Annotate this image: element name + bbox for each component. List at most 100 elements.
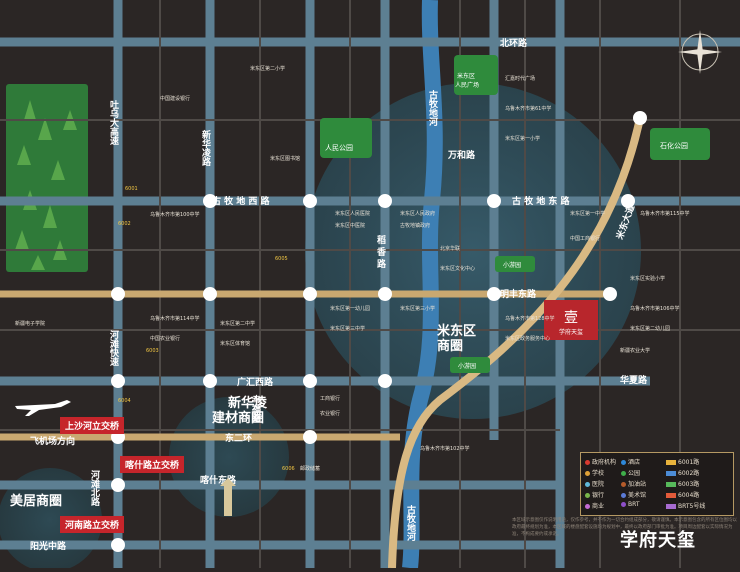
- watermark: 学府天玺: [620, 526, 738, 556]
- poi-label: 米东区政务服务中心: [505, 335, 550, 342]
- bus-label: 6003: [146, 348, 159, 354]
- poi-label: 乌鲁木齐市第61中学: [505, 105, 551, 112]
- poi-label: 乌鲁木齐市第115中学: [640, 210, 690, 217]
- poi-label: 乌鲁木齐市第106中学: [630, 305, 680, 312]
- park-label-xiaoyou-1: 小游园: [503, 261, 521, 269]
- legend-bus: 6001路: [666, 457, 699, 466]
- project-marker[interactable]: [544, 300, 598, 340]
- watermark-text: 学府天玺: [620, 530, 696, 551]
- legend-item: 学校: [585, 468, 604, 477]
- legend-label: 银行: [592, 492, 605, 499]
- legend-bus: BRT5号线: [666, 501, 705, 510]
- legend-item: BRT: [621, 501, 640, 508]
- legend-dot-icon: [621, 471, 626, 476]
- legend-item: 医院: [585, 479, 604, 488]
- legend-label: 6004路: [678, 492, 700, 499]
- intersection-markers: [111, 111, 647, 552]
- legend-item: 银行: [585, 490, 604, 499]
- poi-label: 农业银行: [320, 410, 340, 417]
- bridge-label-kashi[interactable]: 喀什路立交桥: [120, 456, 185, 473]
- xiaoyou-park-2: [450, 357, 490, 373]
- road-label-dong-ring: 东二环: [225, 432, 252, 444]
- poi-labels: 乌鲁木齐市第100中学 米东区人民医院 米东区中医院 米东区人民政府 古牧地镇政…: [15, 65, 690, 472]
- legend-item: 公园: [621, 468, 640, 477]
- legend-dot-icon: [621, 493, 626, 498]
- midong-square-park: [454, 55, 498, 95]
- bridge-label-henan[interactable]: 河南路立交桥: [60, 516, 125, 533]
- legend-item: 政府机构: [585, 457, 616, 466]
- park-label-renmin: 人民公园: [325, 144, 353, 152]
- district-label-xinhualing: 新华凌 建材商圈: [212, 395, 272, 426]
- road-label-guanghua: 广汇西路: [237, 376, 274, 388]
- park-label-square: 米东区 人民广场: [455, 72, 479, 89]
- poi-label: 新疆农业大学: [620, 347, 650, 354]
- poi-label: 汇嘉时代广场: [505, 75, 535, 82]
- district-label-midong: 米东区 商圈: [437, 323, 481, 354]
- legend-dot-icon: [621, 502, 626, 507]
- river-label-north: 古牧地河: [427, 89, 438, 127]
- legend-item: 美术馆: [621, 490, 646, 499]
- poi-label: 中国农业银行: [150, 335, 180, 342]
- poi-label: 米东区第三中学: [330, 325, 365, 332]
- road-label-xianfeng: 新华凌路: [200, 129, 211, 167]
- bridge-label-shangsha[interactable]: 上沙河立交桥: [60, 417, 125, 434]
- xiaoyou-park-1: [495, 256, 535, 272]
- river-label-south: 古牧地河: [405, 504, 416, 542]
- poi-label: 邮政储蓄: [300, 465, 320, 472]
- legend-item: 加油站: [621, 479, 646, 488]
- poi-label: 新疆电子学院: [15, 320, 45, 327]
- road-label-huahai: 华夏路: [620, 374, 648, 386]
- poi-label: 古牧地镇政府: [400, 222, 430, 229]
- legend-bus: 6002路: [666, 468, 699, 477]
- airplane-icon: [15, 400, 71, 416]
- district-label-midong-line1: 米东区: [437, 323, 476, 339]
- bus-line-icon: [666, 471, 676, 476]
- poi-label: 米东区实验小学: [630, 275, 665, 282]
- legend-dot-icon: [585, 493, 590, 498]
- road-label-xingfu: 幸福路: [250, 394, 262, 423]
- midong-avenue: [388, 117, 644, 569]
- legend-label: 商业: [592, 503, 605, 510]
- poi-label: 工商银行: [320, 395, 340, 402]
- poi-label: 米东区第一幼儿园: [330, 305, 370, 312]
- legend-label: 美术馆: [628, 492, 647, 499]
- bus-label: 6006: [282, 466, 295, 472]
- road-label-mingyu: 明丰东路: [500, 288, 537, 300]
- legend-label: 政府机构: [592, 459, 617, 466]
- district-label-xinhualing-line2: 建材商圈: [212, 410, 264, 426]
- road-label-gumudi-east: 古 牧 地 东 路: [512, 195, 571, 207]
- legend-label: BRT: [628, 501, 640, 508]
- road-label-hetan: 河滩快速: [108, 329, 119, 367]
- poi-label: 乌鲁木齐市第100中学: [150, 211, 200, 218]
- legend-label: 6002路: [678, 470, 700, 477]
- legend-dot-icon: [621, 460, 626, 465]
- pagoda-icon: [220, 478, 236, 516]
- legend-label: 酒店: [628, 459, 641, 466]
- road-label-hetan-north: 河滩北路: [89, 469, 100, 507]
- legend-dot-icon: [585, 460, 590, 465]
- legend-label: 公园: [628, 470, 641, 477]
- district-label-midong-line2: 商圈: [437, 338, 463, 354]
- legend-bus: 6003路: [666, 479, 699, 488]
- park-label-shihua: 石化公园: [660, 141, 688, 150]
- poi-label: 米东区第二小学: [250, 65, 285, 72]
- poi-label: 米东区第三小学: [400, 305, 435, 312]
- disclaimer-text: 本区域示意图仅作说明用途，仅作参考，并不作为一切合约组成部分，敬请谨慎。本示意图…: [512, 518, 737, 537]
- poi-label: 米东区第二幼儿园: [630, 325, 670, 332]
- road-label-gumudi-west: 古 牧 地 西 路: [212, 195, 271, 207]
- park-label-square-line1: 米东区: [457, 72, 475, 80]
- bus-label: 6001: [125, 186, 138, 192]
- legend-dot-icon: [585, 504, 590, 509]
- poi-label: 米东区第一中学: [570, 210, 605, 217]
- legend-label: 医院: [592, 481, 605, 488]
- road-label-wanhua: 万和路: [447, 149, 476, 161]
- project-logo-char: 壹: [564, 310, 578, 326]
- compass-rose-icon: [678, 30, 722, 74]
- bus-line-icon: [666, 460, 676, 465]
- bus-route-labels: 6001 6002 6003 6004 6005 6006: [118, 186, 295, 472]
- poi-label: 米东区图书馆: [270, 155, 300, 162]
- poi-label: 米东区体育馆: [220, 340, 250, 347]
- poi-label: 米东区人民医院: [335, 210, 370, 217]
